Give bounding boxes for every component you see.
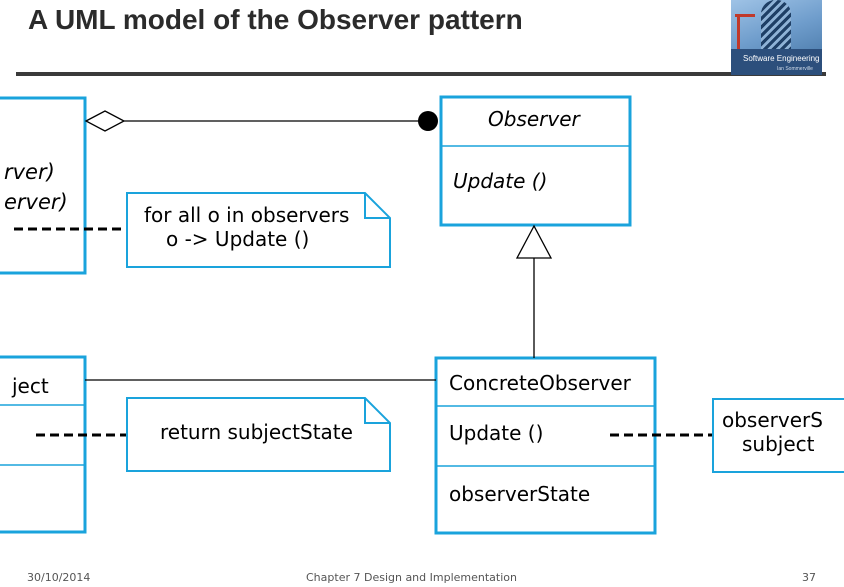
aggregation-association bbox=[84, 110, 438, 132]
logo-text: Software Engineering bbox=[743, 54, 820, 63]
update-note-line2: subject bbox=[742, 432, 815, 456]
notify-note bbox=[126, 192, 391, 268]
footer-chapter: Chapter 7 Design and Implementation bbox=[306, 571, 517, 584]
observer-class-box bbox=[439, 95, 632, 227]
getstate-note-line1: return subjectState bbox=[160, 420, 353, 444]
concrete-observer-state-attr: observerState bbox=[449, 482, 591, 506]
getstate-note bbox=[126, 397, 391, 472]
update-note bbox=[712, 398, 844, 473]
notify-note-line2: o -> Update () bbox=[166, 227, 310, 251]
book-cover-logo: Software Engineering Ian Sommerville bbox=[731, 0, 822, 75]
tower-image bbox=[761, 0, 791, 58]
footer-date: 30/10/2014 bbox=[27, 571, 91, 584]
concrete-subject-class-box bbox=[0, 355, 87, 534]
logo-band: Software Engineering Ian Sommerville bbox=[731, 49, 822, 75]
crane-arm bbox=[735, 14, 755, 17]
notify-note-line1: for all o in observers bbox=[144, 203, 350, 227]
observer-class-name: Observer bbox=[488, 107, 580, 131]
subject-detach-op: erver) bbox=[4, 190, 68, 214]
concrete-observer-update-op: Update () bbox=[449, 421, 544, 445]
logo-subtext: Ian Sommerville bbox=[777, 66, 813, 72]
crane-mast bbox=[737, 14, 740, 54]
slide-title: A UML model of the Observer pattern bbox=[28, 4, 523, 35]
concrete-observer-class-box bbox=[434, 356, 657, 535]
concrete-observer-class-name: ConcreteObserver bbox=[449, 371, 631, 395]
subject-attach-op: rver) bbox=[4, 160, 55, 184]
observer-update-op: Update () bbox=[453, 169, 548, 193]
subject-class-box bbox=[0, 96, 87, 275]
footer-page-number: 37 bbox=[802, 571, 816, 584]
inheritance-arrow bbox=[515, 224, 553, 358]
concrete-subject-name: ject bbox=[12, 374, 49, 398]
title-underline bbox=[16, 72, 826, 76]
update-note-line1: observerS bbox=[722, 408, 823, 432]
